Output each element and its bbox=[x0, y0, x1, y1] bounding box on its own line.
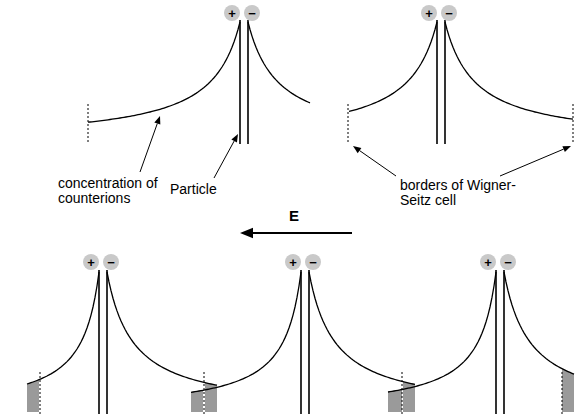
charge-circle: − bbox=[305, 254, 321, 270]
particle-wall bbox=[106, 270, 108, 414]
charge-sign: + bbox=[289, 256, 297, 269]
cell-border bbox=[402, 372, 403, 414]
particle-wall bbox=[300, 270, 302, 414]
label-box: Particle bbox=[170, 182, 217, 197]
concentration-curve bbox=[191, 272, 301, 392]
charge-circle: + bbox=[224, 5, 240, 21]
charge-circle: − bbox=[441, 5, 457, 21]
particle-wall bbox=[444, 20, 446, 144]
overlap-shading bbox=[191, 390, 203, 412]
field-label: E bbox=[289, 208, 299, 225]
charge-sign: − bbox=[107, 256, 115, 269]
label-text: Particle bbox=[170, 182, 217, 197]
overlap-shading bbox=[403, 382, 415, 412]
overlap-shading bbox=[562, 369, 574, 412]
charge-sign: − bbox=[504, 256, 512, 269]
charge-circle: − bbox=[244, 5, 260, 21]
cell-border bbox=[348, 104, 349, 144]
concentration-curve bbox=[107, 272, 217, 385]
leader-arrow-head bbox=[154, 116, 160, 125]
concentration-curve bbox=[27, 272, 99, 384]
charge-sign: − bbox=[309, 256, 317, 269]
charge-circle: − bbox=[103, 254, 119, 270]
particle-wall bbox=[436, 20, 438, 144]
charge-circle: + bbox=[421, 5, 437, 21]
charge-sign: + bbox=[87, 256, 95, 269]
leader-arrow bbox=[500, 149, 564, 176]
charge-sign: + bbox=[228, 7, 236, 20]
charge-sign: − bbox=[445, 7, 453, 20]
charge-sign: − bbox=[248, 7, 256, 20]
charge-sign: + bbox=[484, 256, 492, 269]
leader-arrow-head bbox=[231, 134, 238, 143]
leader-arrow-head bbox=[562, 146, 571, 152]
cell-border bbox=[88, 104, 89, 144]
particle-wall bbox=[308, 270, 310, 414]
concentration-curve bbox=[309, 272, 415, 384]
concentration-curve bbox=[248, 22, 310, 103]
label-text: borders of Wigner-Seitz cell bbox=[400, 178, 525, 209]
label-box: concentration of counterions bbox=[58, 176, 166, 207]
charge-circle: + bbox=[480, 254, 496, 270]
particle-wall bbox=[239, 20, 241, 144]
particle-wall bbox=[503, 270, 505, 414]
field-arrow bbox=[253, 232, 352, 234]
label-text: concentration of counterions bbox=[58, 176, 166, 207]
cell-border bbox=[40, 372, 41, 414]
overlap-shading bbox=[27, 380, 39, 412]
concentration-curve bbox=[445, 22, 573, 119]
cell-border bbox=[204, 372, 205, 414]
overlap-shading bbox=[205, 383, 217, 412]
concentration-curve bbox=[388, 272, 496, 392]
leader-arrow bbox=[214, 141, 234, 178]
cell-border bbox=[562, 372, 563, 414]
label-box: borders of Wigner-Seitz cell bbox=[400, 178, 525, 209]
concentration-curve bbox=[504, 272, 574, 374]
charge-circle: − bbox=[500, 254, 516, 270]
concentration-curve bbox=[88, 22, 240, 122]
label-box: E bbox=[289, 208, 299, 225]
leader-arrow-head bbox=[353, 146, 361, 153]
leader-arrow bbox=[140, 124, 157, 172]
charge-circle: + bbox=[285, 254, 301, 270]
particle-wall bbox=[247, 20, 249, 144]
leader-arrow bbox=[360, 151, 396, 176]
particle-wall bbox=[495, 270, 497, 414]
cell-border bbox=[573, 104, 574, 144]
charge-sign: + bbox=[425, 7, 433, 20]
particle-wall bbox=[98, 270, 100, 414]
charge-circle: + bbox=[83, 254, 99, 270]
field-arrow-head bbox=[240, 228, 253, 238]
overlap-shading bbox=[388, 390, 402, 413]
concentration-curve bbox=[349, 22, 437, 111]
